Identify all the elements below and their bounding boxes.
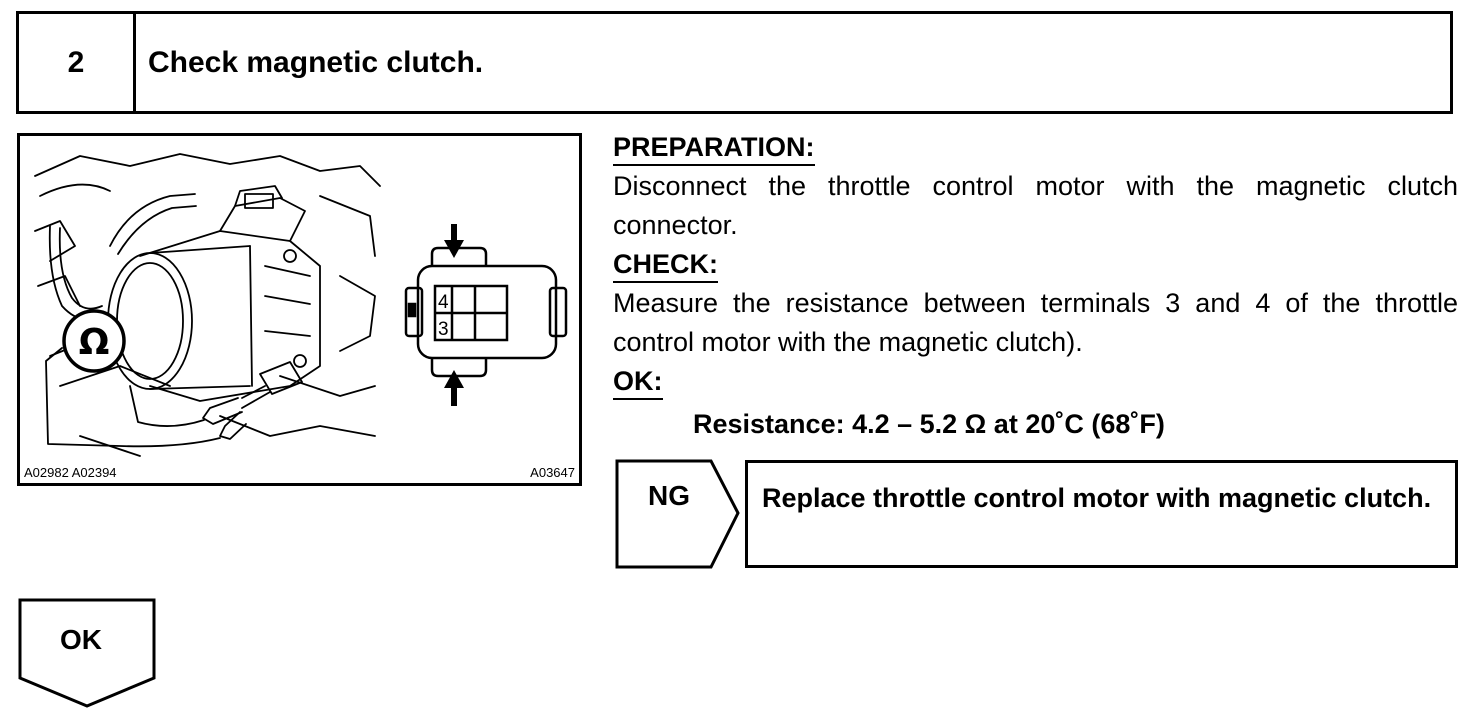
figure-code-right: A03647 <box>530 465 575 480</box>
illustration: Ω 4 3 A02982 A02394 A03647 <box>17 133 582 486</box>
terminal-4-label: 4 <box>438 292 449 313</box>
procedure: PREPARATION: Disconnect the throttle con… <box>613 128 1458 444</box>
ohmmeter-icon: Ω <box>62 309 126 373</box>
check-text: Measure the resistance between terminals… <box>613 288 1458 357</box>
step-number: 2 <box>19 14 136 111</box>
preparation-text: Disconnect the throttle control motor wi… <box>613 171 1458 240</box>
ok-arrow-tag <box>18 598 156 708</box>
ok-heading: OK: <box>613 365 663 400</box>
check-heading: CHECK: <box>613 248 718 283</box>
throttle-body-drawing: Ω 4 3 <box>34 153 568 457</box>
step-title: Check magnetic clutch. <box>148 45 484 79</box>
svg-text:Ω: Ω <box>79 322 110 363</box>
terminal-3-label: 3 <box>438 319 449 340</box>
resistance-spec: Resistance: 4.2 – 5.2 Ω at 20˚C (68˚F) <box>693 409 1165 439</box>
ng-action-box: Replace throttle control motor with magn… <box>745 460 1458 568</box>
arrow-down-icon <box>444 224 464 258</box>
ok-label: OK <box>60 624 102 655</box>
ng-label: NG <box>648 480 690 511</box>
figure-code-left: A02982 A02394 <box>24 465 117 480</box>
step-header: 2 Check magnetic clutch. <box>16 11 1453 114</box>
ng-arrow-tag <box>615 459 740 569</box>
preparation-heading: PREPARATION: <box>613 131 815 166</box>
connector-icon <box>404 246 568 378</box>
arrow-up-icon <box>444 370 464 406</box>
